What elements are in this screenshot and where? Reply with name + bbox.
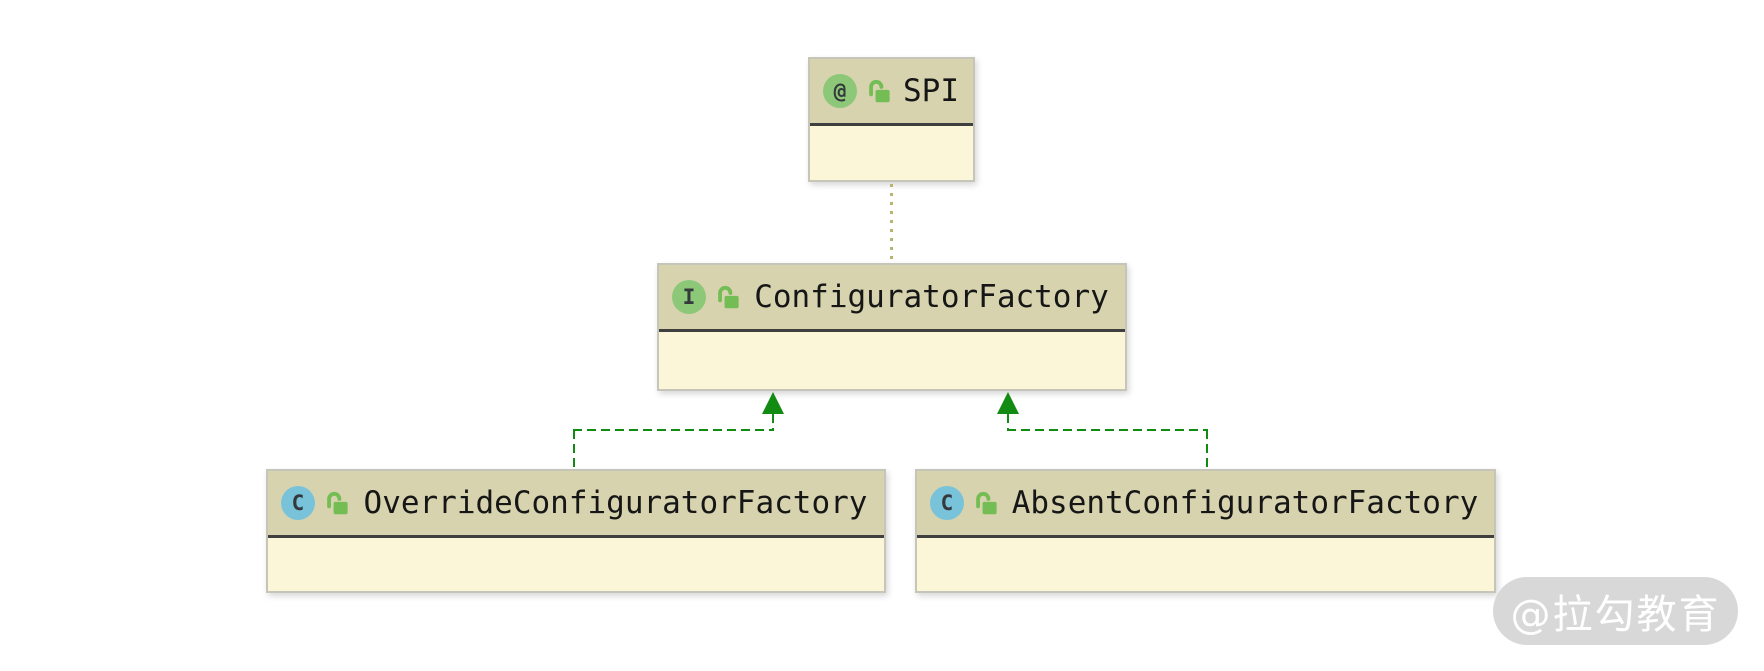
node-spi[interactable]: @ SPI bbox=[808, 57, 975, 182]
node-configurator-factory-header: I ConfiguratorFactory bbox=[659, 265, 1125, 332]
node-spi-body bbox=[810, 126, 973, 180]
node-override-configurator-factory-title: OverrideConfiguratorFactory bbox=[363, 485, 868, 521]
annotation-icon: @ bbox=[823, 74, 857, 108]
unlocked-public-icon bbox=[324, 490, 351, 517]
edge-implements-left-drop bbox=[573, 430, 575, 469]
unlocked-public-icon bbox=[866, 78, 893, 105]
node-absent-configurator-factory[interactable]: C AbsentConfiguratorFactory bbox=[915, 469, 1496, 593]
edge-implements-right-arrowhead bbox=[997, 392, 1019, 414]
node-override-configurator-factory-header: C OverrideConfiguratorFactory bbox=[268, 471, 884, 538]
node-absent-configurator-factory-header: C AbsentConfiguratorFactory bbox=[917, 471, 1494, 538]
unlocked-public-icon bbox=[715, 284, 742, 311]
node-spi-header: @ SPI bbox=[810, 59, 973, 126]
node-absent-configurator-factory-body bbox=[917, 538, 1494, 591]
interface-icon: I bbox=[672, 280, 706, 314]
node-configurator-factory-title: ConfiguratorFactory bbox=[754, 279, 1109, 315]
watermark-badge: @拉勾教育 bbox=[1493, 577, 1738, 645]
unlocked-public-icon bbox=[973, 490, 1000, 517]
node-override-configurator-factory[interactable]: C OverrideConfiguratorFactory bbox=[266, 469, 886, 593]
node-configurator-factory-body bbox=[659, 332, 1125, 389]
node-override-configurator-factory-body bbox=[268, 538, 884, 591]
edge-implements-right-horizontal bbox=[1007, 429, 1208, 431]
class-icon: C bbox=[930, 486, 964, 520]
edge-implements-right-drop bbox=[1206, 430, 1208, 469]
edge-annotation-dotted-line bbox=[890, 184, 893, 262]
class-icon: C bbox=[281, 486, 315, 520]
edge-implements-left-arrowhead bbox=[762, 392, 784, 414]
edge-implements-right-stem bbox=[1007, 414, 1009, 430]
edge-implements-left-stem bbox=[772, 414, 774, 430]
node-absent-configurator-factory-title: AbsentConfiguratorFactory bbox=[1011, 485, 1479, 521]
node-spi-title: SPI bbox=[903, 73, 959, 109]
node-configurator-factory[interactable]: I ConfiguratorFactory bbox=[657, 263, 1127, 391]
edge-implements-left-horizontal bbox=[573, 429, 774, 431]
